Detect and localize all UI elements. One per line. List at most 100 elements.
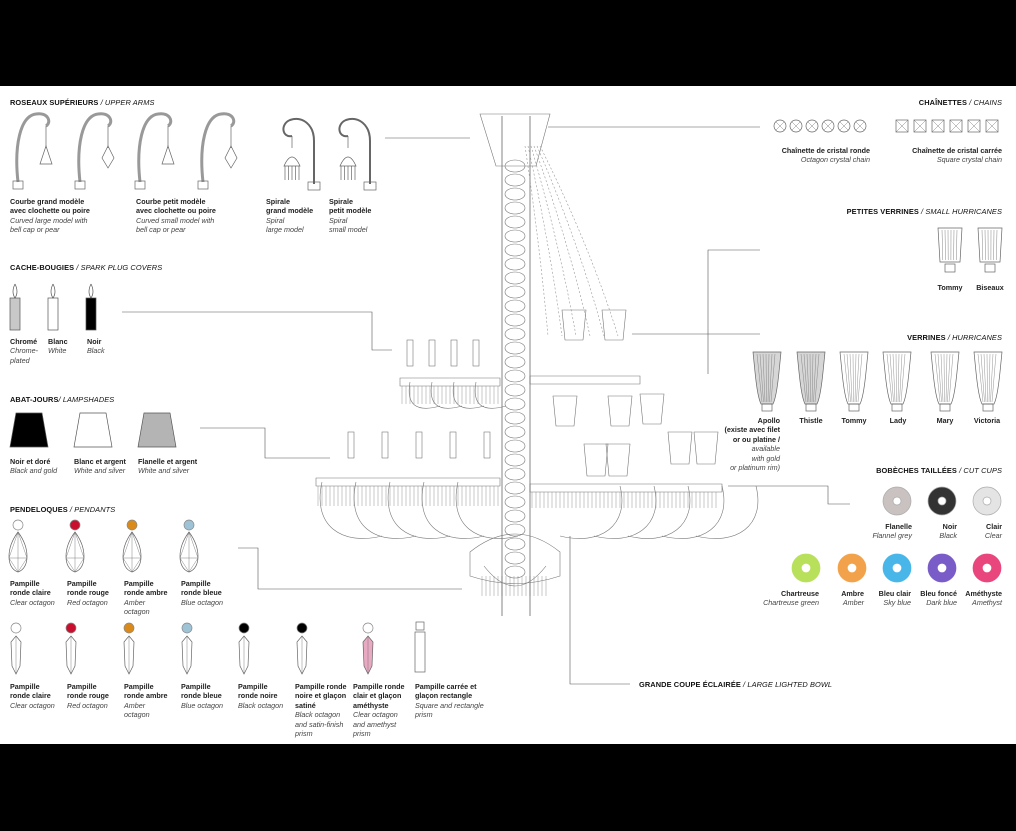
stem-bead	[504, 271, 526, 285]
spark-plug-cover-icon	[9, 283, 21, 331]
crystal-chain	[536, 145, 605, 337]
hurricane-caption-5: Mary	[936, 416, 954, 425]
lampshade-icon	[9, 412, 49, 448]
small-hurricane-caption-2: Biseaux	[976, 283, 1004, 292]
pendant-drop-icon	[179, 519, 199, 573]
stem-bead	[504, 383, 526, 397]
square-chain-facet	[949, 119, 963, 133]
crystal-chain	[524, 145, 549, 337]
tier-hurricane	[667, 431, 693, 465]
octagon-chain-link-icon	[821, 119, 835, 133]
chandelier-diagram	[8, 112, 1003, 685]
leader-lines	[122, 126, 850, 685]
right-upper-band	[529, 375, 641, 385]
stem-bead	[504, 159, 526, 173]
pendant-prism-icon	[414, 621, 426, 673]
curved-large-arm-icon	[12, 112, 53, 190]
upper-arm-caption-1: Courbe grand modèle avec clochette ou po…	[10, 197, 90, 235]
tier-hurricane	[601, 309, 627, 341]
tier-hurricane	[693, 431, 719, 465]
stem-bead	[504, 313, 526, 327]
right-lower-arm	[593, 485, 657, 539]
crystal-chain	[533, 145, 591, 337]
right-lower-arm	[627, 485, 691, 539]
small-hurricane-icon	[977, 227, 1003, 273]
lower-tier-arm	[387, 481, 451, 539]
stem-bead	[504, 299, 526, 313]
stem-bead	[504, 173, 526, 187]
top-canopy	[479, 113, 551, 167]
cut-cup-icon	[882, 486, 912, 516]
hurricane-glass-icon	[882, 351, 912, 412]
stem-bead	[504, 537, 526, 551]
tier-hurricane	[607, 395, 633, 427]
cut-cup-icon	[882, 553, 912, 583]
stem-bead	[504, 411, 526, 425]
stem-bead	[504, 523, 526, 537]
crystal-chain	[527, 145, 563, 337]
curved-large-arm-pear-icon	[74, 112, 115, 190]
octagon-chain-facet	[775, 121, 785, 131]
stem-bead	[504, 467, 526, 481]
tier-hurricane	[639, 393, 665, 425]
stem-bead	[504, 453, 526, 467]
square-chain-facet	[967, 119, 981, 133]
upper-candle	[406, 339, 414, 367]
stem-bead	[504, 509, 526, 523]
pendant-prism-icon	[238, 622, 250, 675]
pendant-prism-icon	[65, 622, 77, 675]
hurricane-caption-3: Tommy	[841, 416, 867, 425]
hurricane-glass-icon	[973, 351, 1003, 412]
hurricane-glass-icon	[796, 351, 826, 412]
lower-candle	[415, 431, 423, 459]
stem-bead	[504, 229, 526, 243]
hurricane-caption-4: Lady	[889, 416, 907, 425]
tier-hurricane	[583, 443, 609, 477]
crystal-chain	[530, 145, 577, 337]
pendants-heading: PENDELOQUES / PENDANTS	[10, 505, 116, 514]
chains-heading: CHAÎNETTES / CHAINS	[918, 98, 1002, 107]
cut-cups-heading: BOBÈCHES TAILLÉES / CUT CUPS	[876, 466, 1002, 475]
upper-arms-heading: ROSEAUX SUPÉRIEURS / UPPER ARMS	[10, 98, 155, 107]
stem-bead	[504, 215, 526, 229]
lower-candle	[347, 431, 355, 459]
square-chain-facet	[913, 119, 927, 133]
square-chain-link-icon	[985, 119, 999, 133]
lampshade-icon	[73, 412, 113, 448]
lower-candle	[381, 431, 389, 459]
small-hurricanes-heading: PETITES VERRINES / SMALL HURRICANES	[846, 207, 1002, 216]
cut-cup-icon	[927, 553, 957, 583]
right-lower-arm	[559, 485, 623, 539]
lower-tier-arm	[421, 481, 485, 539]
lower-candle	[449, 431, 457, 459]
hurricanes-heading: VERRINES / HURRICANES	[907, 333, 1002, 342]
hurricane-caption-2: Thistle	[799, 416, 823, 425]
octagon-chain-link-icon	[773, 119, 787, 133]
stem-bead	[504, 481, 526, 495]
catalog-sheet: ROSEAUX SUPÉRIEURS / UPPER ARMS CACHE-BO…	[0, 86, 1016, 744]
stem-bead	[504, 341, 526, 355]
pendant-prism-icon	[123, 622, 135, 675]
stem-bead	[504, 369, 526, 383]
upper-candle	[450, 339, 458, 367]
hurricane-glass-icon	[930, 351, 960, 412]
stem-bead	[504, 425, 526, 439]
spark-plug-cover-icon	[47, 283, 59, 331]
octagon-chain-link-icon	[837, 119, 851, 133]
octagon-chain-facet	[823, 121, 833, 131]
square-chain-facet	[985, 119, 999, 133]
upper-tier-arm	[452, 381, 485, 409]
square-chain-link-icon	[895, 119, 909, 133]
tier-hurricane	[561, 309, 587, 341]
curved-small-arm-pear-icon	[197, 112, 238, 190]
